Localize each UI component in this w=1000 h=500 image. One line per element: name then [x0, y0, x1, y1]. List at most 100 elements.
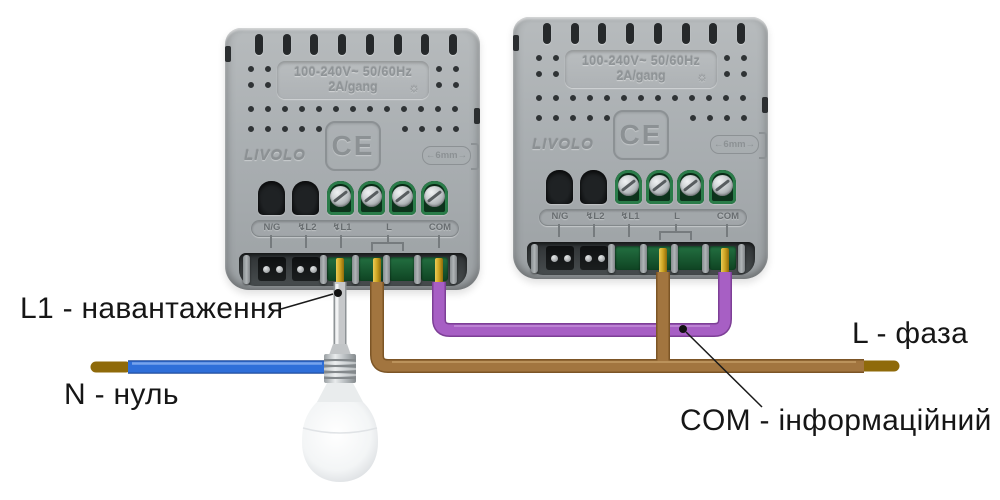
rivet	[564, 255, 571, 262]
ferrule-load	[336, 258, 344, 284]
rib	[640, 244, 647, 273]
rating-current: 2A/gang	[616, 69, 666, 83]
vent-slot	[709, 23, 717, 44]
vent-dots	[531, 114, 616, 122]
vent-dots	[685, 114, 753, 122]
vent-slot	[255, 34, 263, 55]
vent-dots	[431, 81, 465, 89]
terminal-cell	[421, 257, 448, 281]
terminal-hole-l2	[580, 170, 607, 204]
vent-dots	[243, 125, 328, 133]
com-wire	[433, 272, 731, 336]
rivet	[276, 266, 283, 273]
terminal-label-ng: N/G	[551, 211, 569, 222]
vent-slot	[598, 23, 606, 44]
lamp-icon: ☼	[408, 80, 420, 95]
terminal-hole-com	[709, 170, 736, 204]
bulb-sleeve	[329, 344, 351, 355]
vent-dots	[397, 125, 465, 133]
l-bracket-drop	[371, 242, 373, 251]
rib	[383, 255, 390, 284]
terminal-screw	[618, 175, 639, 196]
label-tick	[387, 235, 389, 243]
vent-slot	[737, 23, 745, 44]
switch-module-right: 100-240V~ 50/60Hz 2A/gang ☼ LIVOLO CE ←6…	[513, 17, 768, 279]
phase-wire-outline	[370, 272, 864, 373]
lamp-icon: ☼	[696, 69, 708, 84]
brand-logo: LIVOLO	[532, 136, 594, 153]
brand-logo: LIVOLO	[244, 147, 306, 164]
callout-n-neutral: N - нуль	[64, 378, 179, 411]
com-callout-dot	[679, 325, 687, 333]
callout-com-info: COM - інформаційний	[680, 404, 992, 437]
label-tick	[675, 224, 677, 232]
wire-gauge-label: ←6mm→	[422, 146, 471, 165]
light-bulb	[302, 344, 378, 482]
terminal-cell	[615, 246, 642, 270]
vent-dots	[243, 65, 277, 73]
rib	[738, 244, 745, 273]
terminal-hole-l2	[292, 181, 319, 215]
rib	[414, 255, 421, 284]
terminal-labels-strip: N/G ↯L2 ↯L1 L COM	[251, 220, 459, 237]
rating-voltage: 100-240V~ 50/60Hz	[293, 65, 413, 79]
side-notch	[762, 97, 768, 113]
vent-slot	[283, 34, 291, 55]
l1-callout-dot	[334, 289, 342, 297]
terminal-label-ng: N/G	[263, 222, 281, 233]
label-tick	[593, 224, 595, 237]
rating-plate: 100-240V~ 50/60Hz 2A/gang ☼	[565, 50, 717, 88]
terminal-screw	[424, 186, 445, 207]
vent-dots	[243, 81, 277, 89]
com-callout	[679, 325, 763, 408]
ferrule-phase-right	[659, 248, 667, 274]
terminal-label-com: COM	[716, 211, 740, 222]
rib	[450, 255, 457, 284]
l-bracket-drop	[402, 242, 404, 251]
label-tick	[340, 235, 342, 248]
rib	[702, 244, 709, 273]
terminal-screw	[330, 186, 351, 207]
terminal-screw	[712, 175, 733, 196]
terminal-cell	[389, 257, 416, 281]
vent-dots	[719, 70, 753, 78]
vent-dots	[531, 54, 565, 62]
gauge-bracket-icon	[759, 132, 767, 159]
rating-plate: 100-240V~ 50/60Hz 2A/gang ☼	[277, 61, 429, 99]
vent-dots	[243, 105, 464, 113]
terminal-label-l2: ↯L2	[585, 211, 605, 222]
label-tick	[628, 224, 630, 237]
rating-current: 2A/gang	[328, 80, 378, 94]
label-tick	[305, 235, 307, 248]
ferrule-com-right	[721, 248, 729, 274]
rib	[243, 255, 250, 284]
vent-slot	[543, 23, 551, 44]
rivet	[598, 255, 605, 262]
rivet	[310, 266, 317, 273]
vent-dots	[531, 94, 752, 102]
vent-dots	[719, 54, 753, 62]
rib	[320, 255, 327, 284]
callout-l1-load: L1 - навантаження	[20, 292, 284, 325]
label-tick	[558, 224, 560, 237]
terminal-hole-l-a	[358, 181, 385, 215]
l1-callout	[280, 289, 342, 310]
wire-gauge-label: ←6mm→	[710, 135, 759, 154]
side-notch	[474, 108, 480, 124]
vent-slot	[366, 34, 374, 55]
terminal-label-l1: ↯L1	[620, 211, 640, 222]
com-callout-line	[685, 331, 763, 408]
terminal-labels-strip: N/G ↯L2 ↯L1 L COM	[539, 209, 747, 226]
bulb-seam	[302, 427, 378, 434]
terminal-label-l1: ↯L1	[332, 222, 352, 233]
terminal-label-l: L	[674, 211, 680, 222]
terminal-screw	[361, 186, 382, 207]
rivet	[263, 266, 270, 273]
vent-slot	[626, 23, 634, 44]
rib	[531, 244, 538, 273]
vent-slot	[421, 34, 429, 55]
vent-slot	[338, 34, 346, 55]
ferrule-phase-left	[373, 258, 381, 284]
